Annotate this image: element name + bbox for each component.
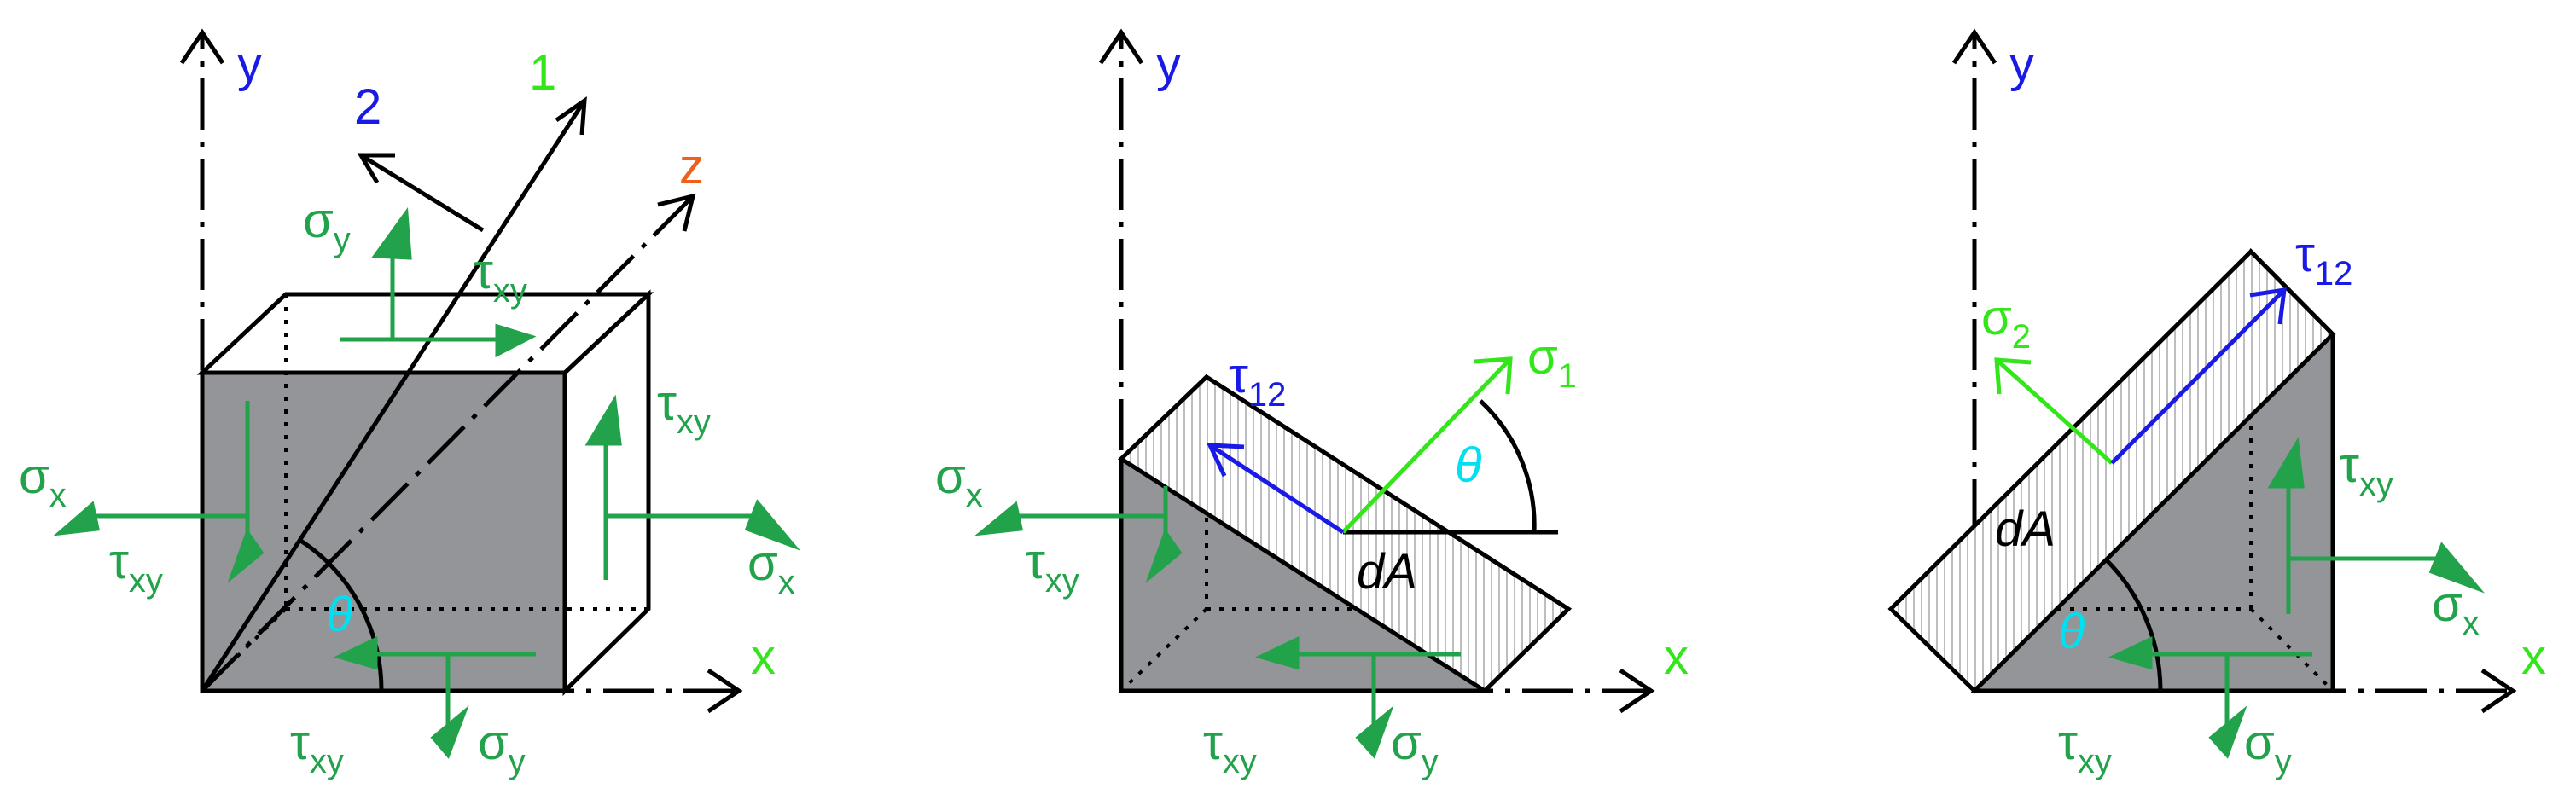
sigma-x-right-label: σx	[747, 536, 795, 601]
theta-arc	[2104, 558, 2163, 692]
tau-xy-right-label: τxy	[2340, 438, 2393, 503]
theta-arc	[1479, 399, 1537, 533]
sigma-y-top-label: σy	[303, 193, 351, 258]
theta-label: θ	[2058, 604, 2085, 659]
axis-1-label: 1	[529, 45, 556, 101]
sigma-1-label: σ1	[1527, 329, 1577, 395]
sigma-y-bottom-label: σy	[1391, 715, 1439, 780]
tau-xy-bottom-label: τxy	[2058, 715, 2112, 780]
wedge-stresses	[2108, 437, 2485, 759]
panel-cube: y x z 1 2 θ σy τxy σx τxy τxy σx τxy σy	[19, 28, 800, 780]
wedge-stresses	[974, 486, 1461, 759]
y-axis-label: y	[2009, 37, 2034, 92]
cube-stresses	[53, 206, 800, 759]
axis-2	[357, 153, 485, 233]
y-axis-label: y	[1156, 37, 1181, 92]
axis-1	[200, 96, 587, 693]
inclined-face-dA	[1887, 248, 2336, 694]
x-axis-label: x	[2521, 629, 2546, 685]
sigma-x-right-label: σx	[2432, 577, 2480, 642]
z-axis	[201, 193, 696, 693]
sigma-1-arrow	[1341, 356, 1513, 534]
dA-label: dA	[1357, 544, 1417, 600]
x-axis-label: x	[751, 629, 776, 685]
tau-12-label: τ12	[1229, 348, 1286, 414]
tau-12-arrow	[2110, 287, 2287, 465]
hidden-edges	[201, 294, 648, 693]
theta-arc	[298, 537, 384, 692]
tau-12-label: τ12	[2295, 227, 2352, 293]
cube-front-face	[200, 370, 567, 693]
panel-wedge-sigma2: y x θ dA σ2 τ12 τxy σx τxy σy	[1887, 28, 2546, 780]
tau-xy-bottom-label: τxy	[290, 715, 344, 780]
sigma-2-label: σ2	[1981, 290, 2031, 356]
tau-xy-left-label: τxy	[1026, 534, 1079, 600]
sigma-x-left-label: σx	[19, 449, 67, 514]
tau-xy-right-label: τxy	[657, 375, 711, 441]
sigma-2-arrow	[1994, 357, 2114, 465]
sigma-x-label: σx	[935, 449, 983, 514]
tau-xy-bottom-label: τxy	[1203, 715, 1257, 780]
x-axis-label: x	[1664, 629, 1689, 685]
dA-label: dA	[1995, 501, 2056, 557]
sigma-y-bottom-label: σy	[2244, 715, 2292, 780]
axis-2-label: 2	[354, 79, 381, 135]
tau-xy-top-label: τxy	[474, 244, 527, 310]
tau-12-arrow	[1206, 443, 1345, 535]
panel-wedge-sigma1: y x θ dA σ1 τ12 σx τxy τxy σy	[935, 28, 1689, 780]
sigma-y-bottom-label: σy	[478, 715, 526, 780]
theta-label: θ	[1455, 438, 1481, 493]
z-axis-label: z	[679, 139, 704, 194]
theta-label: θ	[326, 587, 352, 642]
tau-xy-left-label: τxy	[109, 534, 163, 600]
y-axis-label: y	[237, 37, 262, 92]
